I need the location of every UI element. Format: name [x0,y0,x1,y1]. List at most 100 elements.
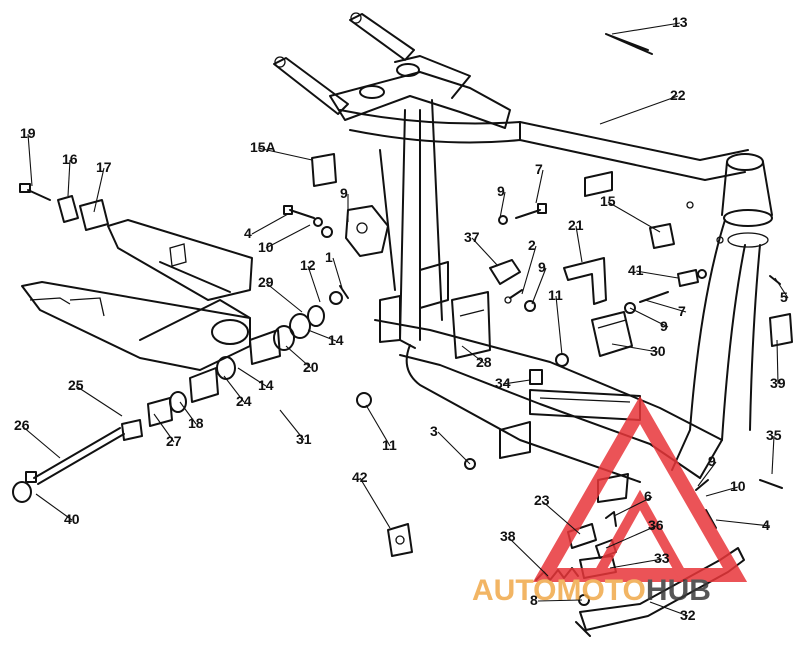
leader-c22 [599,95,679,125]
leader-c7a [535,169,544,204]
callout-c11b: 11 [382,437,397,453]
callout-c41: 41 [628,262,644,278]
callout-c19: 19 [20,125,36,141]
callout-c15: 15 [600,193,616,209]
callout-c9d: 9 [660,318,668,334]
callout-c14b: 14 [258,377,274,393]
leader-c35 [771,435,775,475]
leader-c25 [75,385,123,417]
callout-c26: 26 [14,417,30,433]
callout-c11a: 11 [548,287,563,303]
callout-c2: 2 [528,237,536,253]
callout-c27: 27 [166,433,182,449]
callout-c21: 21 [568,217,584,233]
callout-c28: 28 [476,354,492,370]
leader-c32 [649,601,689,617]
callout-c9e: 9 [708,453,716,469]
callout-c10b: 10 [730,478,746,494]
callout-c5: 5 [780,289,788,305]
callout-c10a: 10 [258,239,274,255]
leader-c11b [365,404,391,447]
callout-c6: 6 [644,488,652,504]
callout-c15A: 15A [250,139,276,155]
leader-c21 [575,225,583,263]
callout-c17: 17 [96,159,112,175]
callout-c7b: 7 [678,303,686,319]
leader-c19 [27,133,33,187]
leader-c15A [257,147,313,161]
callout-c7a: 7 [535,161,543,177]
watermark-prefix: AUTOMOTO [472,574,646,607]
leader-c38 [507,536,549,577]
leader-c30 [611,343,659,353]
leader-c4a [251,213,289,235]
callout-c32: 32 [680,607,696,623]
leader-c27 [153,413,175,443]
leader-c20 [285,345,312,369]
leader-c7b [644,299,687,313]
leader-c2 [521,245,537,295]
callout-c16: 16 [62,151,78,167]
leader-c31 [279,409,305,441]
hardware-parts [12,33,793,637]
callout-c29: 29 [258,274,274,290]
leader-c6 [613,496,653,517]
leader-c14a [307,329,337,342]
watermark-logo: AUTOMOTOHUB [472,395,748,607]
callout-c3: 3 [430,423,438,439]
callout-c25: 25 [68,377,84,393]
callout-c9b: 9 [497,183,505,199]
callout-c4b: 4 [762,517,770,533]
leader-c15 [607,201,661,233]
leader-c9e [697,461,717,487]
leader-c40 [35,493,73,521]
leader-c36 [605,525,657,549]
leader-c39 [776,339,779,385]
leader-c23 [541,500,581,535]
leader-c17 [93,167,105,213]
leader-c1 [332,257,343,289]
callout-c38: 38 [500,528,516,544]
leader-c41 [635,270,679,279]
leader-c28 [461,345,485,364]
callout-c34: 34 [495,375,511,391]
leader-c33 [609,558,663,569]
leader-c9c [531,267,547,305]
callout-c37: 37 [464,229,480,245]
callout-c22: 22 [670,87,686,103]
callout-c23: 23 [534,492,550,508]
callout-c42: 42 [352,469,368,485]
leader-c18 [179,401,197,425]
leader-c3 [437,431,471,465]
leader-c10b [705,486,739,497]
leader-c10a [265,224,311,249]
watermark-suffix: HUB [646,574,711,607]
callout-c40: 40 [64,511,80,527]
leader-c34 [502,379,531,385]
leader-c29 [265,282,303,313]
callout-c1: 1 [325,249,333,265]
callout-c30: 30 [650,343,666,359]
leader-c5 [774,277,789,299]
callout-c18: 18 [188,415,204,431]
callout-c9c: 9 [538,259,546,275]
callout-c4a: 4 [244,225,252,241]
leader-lines [21,22,789,617]
watermark-text: AUTOMOTOHUB [472,574,711,607]
leader-c4b [715,519,771,527]
leader-c8 [537,599,583,602]
callout-c33: 33 [654,550,670,566]
callout-c39: 39 [770,375,786,391]
leader-c9b [499,191,506,219]
callout-c8: 8 [530,592,538,608]
frame-assembly [273,12,773,503]
callout-c31: 31 [296,431,312,447]
leader-c11a [555,295,563,356]
leader-c42 [359,477,391,529]
callout-c36: 36 [648,517,664,533]
callout-c35: 35 [766,427,782,443]
swingarm-assembly [21,219,253,371]
